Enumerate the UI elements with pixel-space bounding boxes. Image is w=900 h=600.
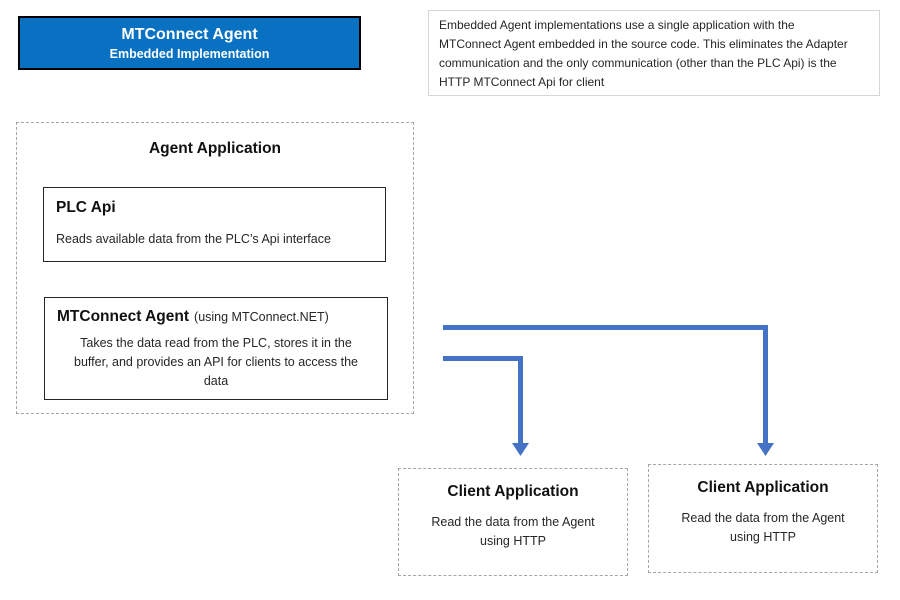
plc-api-description: Reads available data from the PLC’s Api … — [56, 232, 331, 246]
header-subtitle: Embedded Implementation — [109, 47, 270, 61]
description-note: Embedded Agent implementations use a sin… — [428, 10, 880, 96]
arrow-to-left-client-head — [512, 443, 529, 456]
arrow-to-right-client-head — [757, 443, 774, 456]
arrow-to-left-client — [443, 356, 523, 443]
client-application-box-right: Client Application Read the data from th… — [648, 464, 878, 573]
mtconnect-agent-box: MTConnect Agent (using MTConnect.NET) Tak… — [44, 297, 388, 400]
mtconnect-agent-title: MTConnect Agent — [57, 308, 190, 325]
mtconnect-agent-description: Takes the data read from the PLC, stores… — [74, 336, 358, 388]
client-application-description: Read the data from the Agent using HTTP — [431, 515, 595, 548]
agent-application-title: Agent Application — [148, 140, 282, 157]
client-application-description: Read the data from the Agent using HTTP — [681, 511, 845, 544]
plc-api-box: PLC Api Reads available data from the PL… — [43, 187, 386, 262]
client-application-box-left: Client Application Read the data from th… — [398, 468, 628, 576]
mtconnect-agent-heading: MTConnect Agent (using MTConnect.NET) — [57, 308, 383, 326]
header-title: MTConnect Agent — [121, 26, 258, 43]
header-box: MTConnect Agent Embedded Implementation — [18, 16, 361, 70]
client-application-title: Client Application — [697, 479, 829, 496]
arrow-to-right-client — [443, 325, 768, 443]
mtconnect-agent-title-note: (using MTConnect.NET) — [194, 310, 329, 324]
client-application-title: Client Application — [447, 483, 579, 500]
plc-api-title: PLC Api — [56, 199, 116, 216]
